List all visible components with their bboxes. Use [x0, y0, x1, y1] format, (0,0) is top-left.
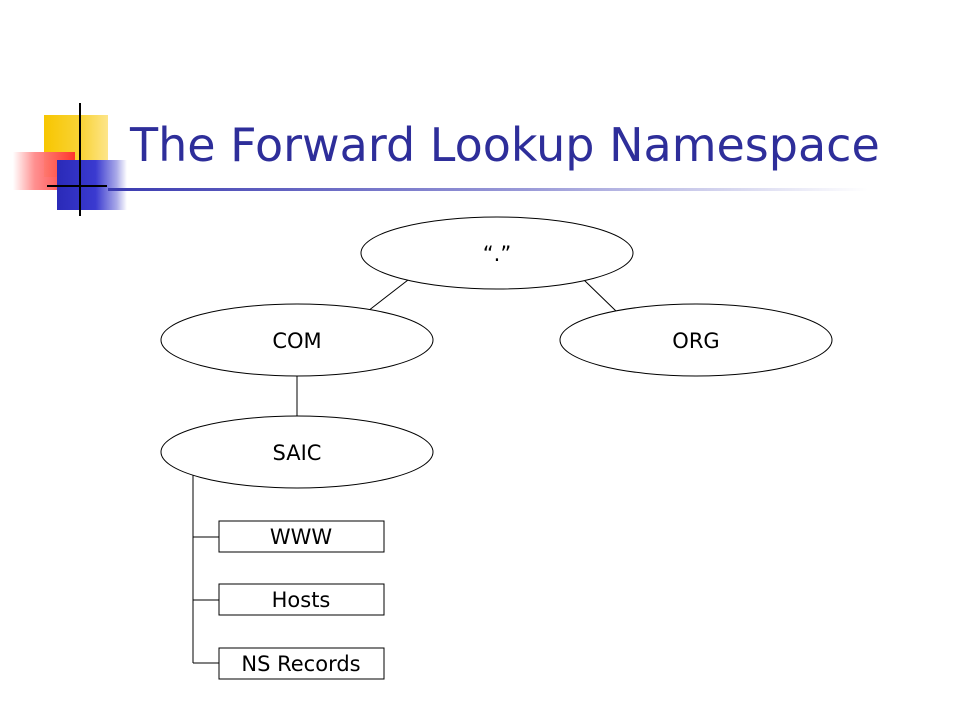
record-box-www: [218, 520, 385, 553]
decorative-horizontal-line: [47, 185, 107, 187]
decorative-vertical-line: [79, 103, 81, 216]
slide-title: The Forward Lookup Namespace: [130, 118, 880, 172]
record-label: Hosts: [272, 588, 331, 612]
record-box-hosts: [218, 583, 385, 616]
node-com-label: COM: [272, 329, 321, 353]
node-saic: [160, 415, 434, 489]
record-label: NS Records: [241, 652, 360, 676]
node-com: [160, 303, 434, 377]
node-root: [360, 216, 634, 290]
edge-root-org: [583, 279, 618, 313]
record-label: WWW: [270, 525, 333, 549]
node-root-label: “.”: [483, 242, 511, 266]
node-org: [559, 303, 833, 377]
edge-root-com: [367, 279, 409, 312]
node-org-label: ORG: [672, 329, 719, 353]
record-box-ns-records: [218, 647, 385, 680]
title-underline: [108, 188, 868, 191]
node-saic-label: SAIC: [273, 441, 322, 465]
